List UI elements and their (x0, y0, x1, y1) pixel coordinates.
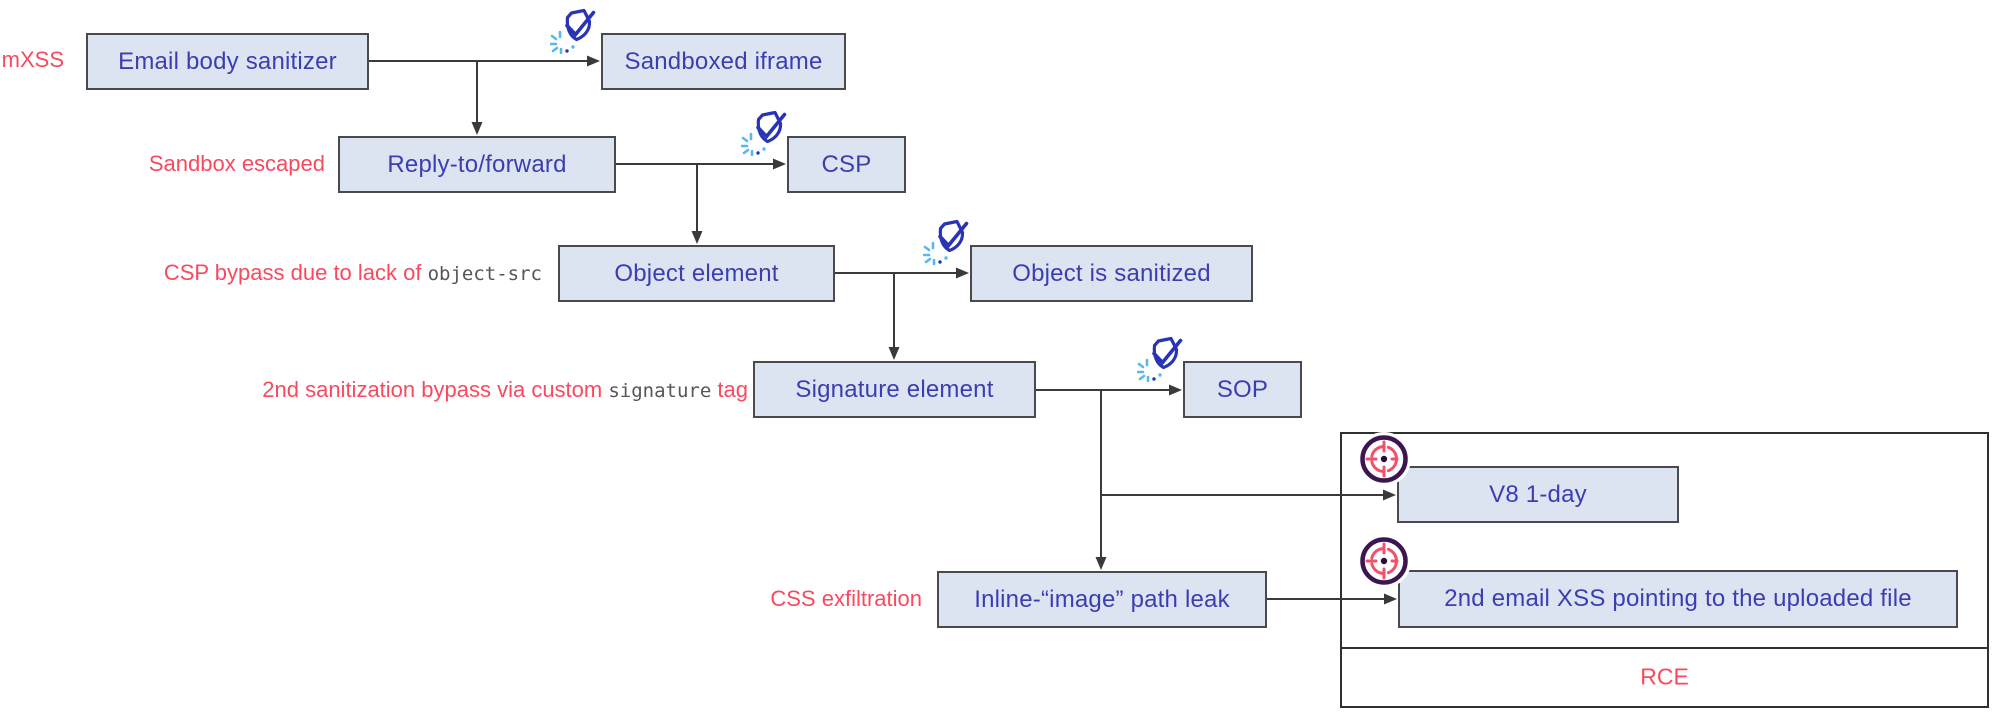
annotation-second-sanitization-bypass: 2nd sanitization bypass via custom signa… (262, 377, 748, 402)
shield-bypassed-icon-sop (1137, 336, 1183, 382)
arrowhead-branch-to-signature (888, 347, 900, 360)
shield-bypassed-icon-sandboxed-iframe (550, 8, 596, 54)
arrowhead-reply-to-csp (773, 158, 786, 170)
arrowhead-branch-to-object (691, 231, 703, 244)
node-inline-image-path-leak: Inline-“image” path leak (937, 571, 1267, 628)
node-sandboxed-iframe: Sandboxed iframe (601, 33, 846, 90)
shield-bypassed-icon-csp (741, 110, 787, 156)
arrowhead-object-to-sanitized (956, 267, 969, 279)
target-hit-icon-second-xss (1357, 534, 1411, 588)
annotation-csp-bypass: CSP bypass due to lack of object-src (163, 260, 542, 285)
node-second-email-xss: 2nd email XSS pointing to the uploaded f… (1398, 570, 1958, 628)
node-v8-1day: V8 1-day (1397, 466, 1679, 523)
arrowhead-branch-to-v8 (1383, 489, 1396, 501)
node-reply-to-forward: Reply-to/forward (338, 136, 616, 193)
node-csp: CSP (787, 136, 906, 193)
node-object-element: Object element (558, 245, 835, 302)
shield-bypassed-icon-object-sanitized (923, 219, 969, 265)
arrowhead-signature-to-sop (1169, 384, 1182, 396)
annotation-mxss: mXSS (1, 47, 64, 72)
node-object-is-sanitized: Object is sanitized (970, 245, 1253, 302)
annotation-sandbox-escaped: Sandbox escaped (148, 151, 325, 176)
arrowhead-sanitizer-to-iframe (587, 55, 600, 67)
target-hit-icon-v8 (1357, 432, 1411, 486)
node-email-body-sanitizer: Email body sanitizer (86, 33, 369, 90)
annotation-rce: RCE (1640, 663, 1689, 690)
rce-group-box (1340, 432, 1989, 708)
node-sop: SOP (1183, 361, 1302, 418)
arrowhead-leak-to-second-xss (1384, 593, 1397, 605)
annotation-css-exfiltration: CSS exfiltration (770, 586, 922, 611)
rce-group-divider (1342, 647, 1987, 649)
arrowhead-branch-to-inline-leak (1095, 557, 1107, 570)
arrowhead-branch-to-reply (471, 122, 483, 135)
node-signature-element: Signature element (753, 361, 1036, 418)
